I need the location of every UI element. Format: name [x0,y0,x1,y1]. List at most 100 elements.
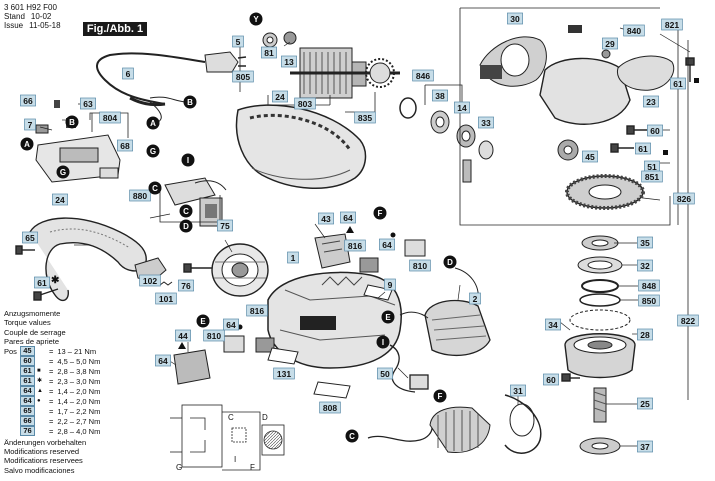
flange-37 [579,437,621,455]
part-label-text: 61 [638,144,648,154]
part-label-text: 816 [348,241,362,251]
part-label-23: 23 [643,95,659,108]
part-label-text: 76 [181,281,191,291]
part-label-text: 846 [416,71,430,81]
part-label-box [637,259,653,272]
part-label-846: 846 [412,69,434,82]
triangle-marker [178,342,186,349]
part-label-60: 60 [543,373,559,386]
connector-b2: B [65,115,79,129]
pos-number: 64 [20,386,35,397]
footer-line: Salvo modificaciones [4,465,75,475]
part-label-text: 30 [510,14,520,24]
pos-eq: = [49,406,54,416]
ring-850 [579,293,621,307]
small-gear-45 [557,139,579,161]
part-label-45: 45 [582,150,598,163]
part-label-box [643,95,659,108]
pos-eq: = [49,426,54,436]
connector-circle [381,310,395,324]
part-label-box [543,373,559,386]
ring-32 [577,256,623,274]
figure-title: Fig./Abb. 1 [83,22,147,36]
part-label-76: 76 [178,279,194,292]
connector-a1: A [146,116,160,130]
part-label-848: 848 [638,279,660,292]
part-label-box [217,219,233,232]
part-label-text: 64 [226,320,236,330]
part-label-box [155,354,171,367]
connector-e2: E [381,310,395,324]
schematic-letters: C F G I D [176,413,268,472]
part-label-box [80,97,96,110]
connector-f1: F [373,206,387,220]
part-label-text: 28 [640,330,650,340]
screws-left [15,245,59,301]
part-label-851: 851 [641,170,663,183]
connector-letter: B [187,98,193,107]
part-label-box [510,384,526,397]
part-label-text: 6 [126,69,131,79]
screw-60b [561,373,580,382]
part-label-13: 13 [281,55,297,68]
pos-number: 64 [20,396,35,407]
gear-head [479,36,631,125]
square-marker [694,78,699,83]
part-label-text: 44 [178,331,188,341]
part-label-box [223,318,239,331]
part-label-text: 61 [37,278,47,288]
part-label-box [203,329,225,342]
connector-g1: G [56,165,70,179]
cable-wire [149,96,186,123]
pos-symbol: ■ [37,367,41,374]
bearing-flange-28 [564,309,636,379]
part-label-text: 64 [343,213,353,223]
label-plate-131 [267,347,299,365]
part-label-text: 805 [236,72,250,82]
torque-row: 61✱=2,3 – 3,0 Nm [4,376,124,387]
part-label-text: 25 [640,399,650,409]
part-label-box [545,318,561,331]
torque-row: 64●=1,4 – 2,0 Nm [4,396,124,407]
connector-g2: G [146,144,160,158]
connector-c1: C [179,204,193,218]
pos-number: 66 [20,416,35,427]
part-label-box [623,24,645,37]
footer-line: Modifications reserved [4,447,80,457]
brush-holder-top [314,233,426,273]
part-label-box [340,211,356,224]
connector-letter: C [349,432,355,441]
pos-value: 2,8 – 4,0 Nm [57,426,101,436]
schematic-f: F [250,463,255,472]
connector-y: Y [249,12,263,26]
part-label-box [117,139,133,152]
torque-table: Anzugsmomente Torque values Couple de se… [4,309,124,437]
part-label-box [139,274,161,287]
stand-label: Stand [4,12,25,21]
part-label-text: 810 [207,331,221,341]
part-label-box [34,276,50,289]
connector-circle [376,335,390,349]
connector-f2: F [433,389,447,403]
connector-circle [443,255,457,269]
pos-eq: = [49,366,54,376]
part-label-box [478,116,494,129]
part-label-box [52,193,68,206]
part-label-box [379,238,395,251]
torque-title-es: Pares de apriete [4,336,60,346]
spindle-lock-cap [568,25,675,91]
part-label-box [638,279,660,292]
part-label-box [287,251,299,264]
torque-row: 65=1,7 – 2,2 Nm [4,406,124,417]
square-marker [663,150,668,155]
part-label-box [412,69,434,82]
part-label-810: 810 [409,259,431,272]
connector-letter: A [24,140,30,149]
connector-circle [249,12,263,26]
part-label-63: 63 [80,97,96,110]
part-label-9: 9 [384,278,396,291]
connector-letter: I [382,338,384,347]
pos-value: 1,4 – 2,0 Nm [57,386,101,396]
